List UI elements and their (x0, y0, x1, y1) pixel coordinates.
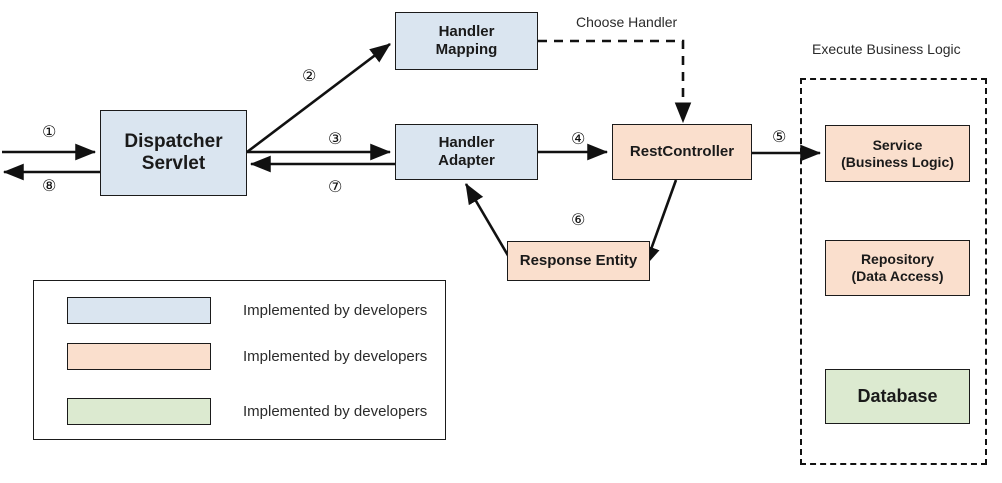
node-response-entity-label: Response Entity (519, 252, 638, 270)
node-repository[interactable]: Repository (Data Access) (825, 240, 970, 296)
node-repository-label: Repository (Data Access) (851, 251, 944, 284)
legend-swatch-peach (67, 343, 211, 370)
legend-item-green: Implemented by developers (67, 398, 427, 425)
node-rest-controller-label: RestController (629, 143, 735, 161)
edge-step-6-in (464, 183, 515, 265)
node-database[interactable]: Database (825, 369, 970, 424)
node-rest-controller[interactable]: RestController (612, 124, 752, 180)
node-handler-mapping-label: Handler Mapping (435, 23, 498, 58)
node-service[interactable]: Service (Business Logic) (825, 125, 970, 182)
step-marker-1: ① (42, 122, 57, 141)
step-marker-7: ⑦ (328, 177, 343, 196)
edge-step-2 (246, 42, 391, 154)
choose-handler-annotation: Choose Handler (576, 14, 678, 30)
legend-label-peach: Implemented by developers (243, 348, 428, 365)
step-marker-3: ③ (328, 129, 343, 148)
execute-business-logic-annotation: Execute Business Logic (812, 41, 961, 57)
node-handler-adapter-label: Handler Adapter (438, 134, 495, 169)
node-handler-adapter[interactable]: Handler Adapter (395, 124, 538, 180)
legend-item-blue: Implemented by developers (67, 297, 427, 324)
node-service-label: Service (Business Logic) (841, 136, 954, 170)
legend-label-blue: Implemented by developers (243, 302, 428, 319)
legend-swatch-green (67, 398, 211, 425)
legend-swatch-blue (67, 297, 211, 324)
node-response-entity[interactable]: Response Entity (507, 241, 650, 281)
node-dispatcher-servlet-label: Dispatcher Servlet (124, 130, 223, 174)
node-dispatcher-servlet[interactable]: Dispatcher Servlet (100, 110, 247, 196)
step-marker-2: ② (302, 66, 317, 85)
step-marker-4: ④ (571, 129, 586, 148)
node-handler-mapping[interactable]: Handler Mapping (395, 12, 538, 70)
edge-choose-handler (538, 39, 692, 124)
business-logic-group (800, 78, 987, 465)
step-marker-6: ⑥ (571, 210, 586, 229)
legend-item-peach: Implemented by developers (67, 343, 427, 370)
legend-label-green: Implemented by developers (243, 403, 428, 420)
node-database-label: Database (857, 385, 938, 406)
step-marker-8: ⑧ (42, 176, 57, 195)
step-marker-5: ⑤ (772, 127, 787, 146)
